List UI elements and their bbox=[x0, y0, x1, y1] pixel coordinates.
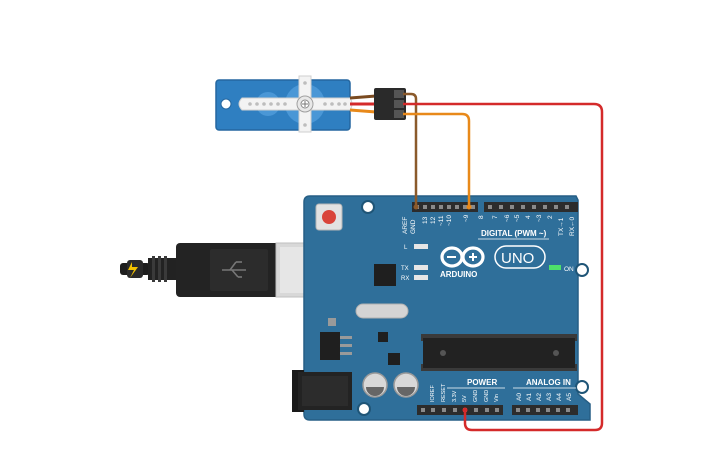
pin-label-tx1: TX→1 bbox=[558, 217, 565, 236]
wire-gnd-brown[interactable] bbox=[403, 92, 418, 207]
pin-label-11: ~11 bbox=[438, 215, 445, 226]
pin-label-5v: 5V bbox=[462, 395, 468, 402]
arduino-logo: ARDUINO UNO bbox=[440, 245, 546, 279]
pin-label-7: 7 bbox=[492, 215, 499, 219]
pin-label-reset: RESET bbox=[441, 383, 447, 402]
dc-barrel-jack bbox=[292, 370, 352, 412]
pin-label-6: ~6 bbox=[504, 214, 511, 222]
servo-connector[interactable] bbox=[374, 88, 406, 120]
led-label-rx: RX bbox=[401, 276, 409, 282]
pin-label-a2: A2 bbox=[536, 393, 543, 401]
crystal-oscillator bbox=[355, 303, 409, 319]
pin-label-12: 12 bbox=[430, 216, 437, 224]
analog-header[interactable] bbox=[512, 405, 578, 415]
analog-pin-labels: A0 A1 A2 A3 A4 A5 bbox=[516, 393, 573, 401]
pin-label-vin: Vin bbox=[494, 394, 500, 402]
pin-label-a0: A0 bbox=[516, 393, 523, 401]
reset-button[interactable] bbox=[315, 203, 343, 231]
pin-label-a1: A1 bbox=[526, 393, 533, 401]
wire-endpoint bbox=[413, 204, 419, 210]
usb-icon bbox=[222, 261, 246, 278]
power-pin-labels: IOREF RESET 3.3V 5V GND GND Vin bbox=[430, 383, 500, 402]
pin-label-9: ~9 bbox=[463, 214, 470, 222]
small-chip bbox=[388, 353, 400, 365]
power-led bbox=[549, 265, 561, 270]
servo-horn[interactable] bbox=[238, 75, 353, 133]
mounting-hole bbox=[575, 263, 589, 277]
led-label-on: ON bbox=[564, 266, 574, 273]
pin-label-4: 4 bbox=[525, 215, 532, 219]
atmega-chip bbox=[421, 334, 577, 371]
pin-label-a5: A5 bbox=[566, 393, 573, 401]
wire-signal-orange[interactable] bbox=[403, 112, 471, 207]
wire-endpoint bbox=[462, 407, 468, 413]
lightning-icon bbox=[128, 262, 138, 278]
mounting-hole bbox=[357, 402, 371, 416]
pin-label-ioref: IOREF bbox=[430, 385, 436, 402]
logo-text: ARDUINO bbox=[440, 270, 477, 279]
capacitor bbox=[362, 372, 388, 398]
analog-label: ANALOG IN bbox=[526, 378, 571, 387]
mounting-hole bbox=[361, 200, 375, 214]
led-label-tx: TX bbox=[401, 266, 409, 272]
pin-label-gnd-2: GND bbox=[484, 390, 490, 402]
power-label: POWER bbox=[467, 378, 497, 387]
pin-label-5: ~5 bbox=[514, 214, 521, 222]
digital-pin-labels: AREF GND 13 12 ~11 ~10 ~9 8 7 ~6 ~5 4 ~3… bbox=[402, 214, 576, 236]
wire-endpoint bbox=[466, 204, 472, 210]
model-text: UNO bbox=[501, 250, 534, 267]
pin-label-10: ~10 bbox=[446, 215, 453, 226]
pin-label-gnd: GND bbox=[410, 219, 417, 234]
pin-label-a4: A4 bbox=[556, 393, 563, 401]
pin-label-gnd-1: GND bbox=[473, 390, 479, 402]
small-chip bbox=[378, 332, 388, 342]
digital-header-label: DIGITAL (PWM ~) bbox=[481, 229, 547, 238]
pin-label-3: ~3 bbox=[536, 214, 543, 222]
pin-label-rx0: RX←0 bbox=[569, 216, 576, 236]
led-label-l: L bbox=[404, 245, 408, 251]
pin-label-13: 13 bbox=[422, 216, 429, 224]
arduino-uno-board[interactable]: AREF GND 13 12 ~11 ~10 ~9 8 7 ~6 ~5 4 ~3… bbox=[292, 195, 591, 421]
pin-label-3v3: 3.3V bbox=[452, 390, 458, 402]
pin-label-8: 8 bbox=[478, 215, 485, 219]
power-header[interactable] bbox=[417, 405, 503, 415]
pin-label-a3: A3 bbox=[546, 393, 553, 401]
voltage-regulator bbox=[320, 318, 352, 360]
servo-motor[interactable] bbox=[215, 75, 406, 133]
digital-header[interactable] bbox=[412, 202, 578, 212]
capacitor bbox=[393, 372, 419, 398]
usb-chip bbox=[374, 264, 396, 286]
mounting-hole bbox=[575, 380, 589, 394]
pin-label-2: 2 bbox=[547, 215, 554, 219]
wire-power-red[interactable] bbox=[403, 102, 604, 432]
pin-label-aref: AREF bbox=[402, 217, 409, 234]
led-indicators: L TX RX ON bbox=[401, 244, 574, 282]
